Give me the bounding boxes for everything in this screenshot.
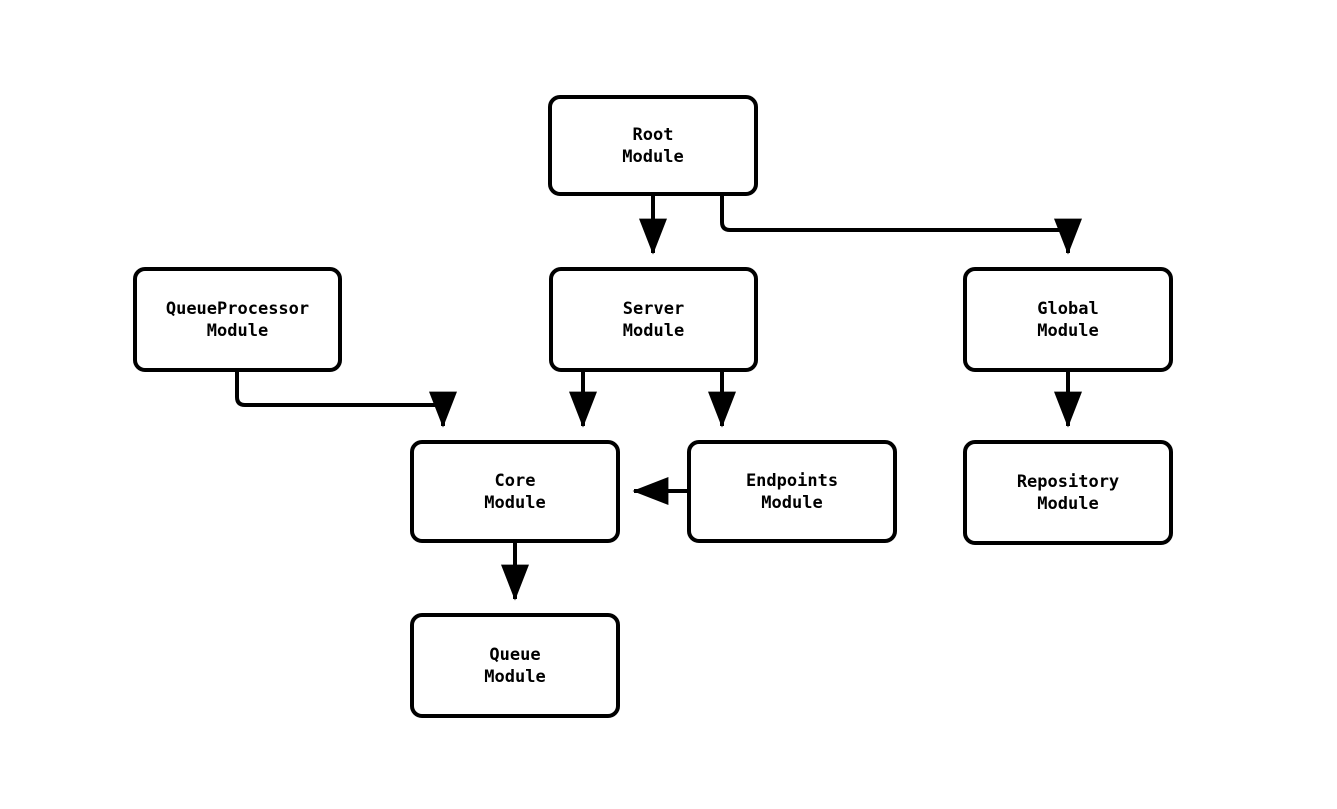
node-core-module-line2: Module [484, 492, 546, 513]
node-core-module[interactable]: Core Module [410, 440, 620, 543]
node-queueprocessor-module-line1: QueueProcessor [165, 298, 310, 319]
node-queue-module[interactable]: Queue Module [410, 613, 620, 718]
node-server-module-line2: Module [622, 320, 685, 341]
node-repository-module-line1: Repository [1016, 471, 1120, 492]
node-server-module[interactable]: Server Module [549, 267, 758, 372]
node-repository-module-line2: Module [1037, 493, 1099, 514]
node-global-module-line1: Global [1037, 298, 1099, 319]
edge-queueprocessor-to-core [235, 372, 457, 428]
node-core-module-line1: Core [494, 470, 536, 491]
node-global-module[interactable]: Global Module [963, 267, 1173, 372]
node-endpoints-module-line2: Module [761, 492, 823, 513]
node-root-module-line1: Root [632, 124, 674, 145]
node-endpoints-module-line1: Endpoints [745, 470, 839, 491]
node-root-module[interactable]: Root Module [548, 95, 758, 196]
edge-root-to-global [720, 196, 1082, 255]
node-queueprocessor-module-line2: Module [206, 320, 269, 341]
node-repository-module[interactable]: Repository Module [963, 440, 1173, 545]
node-global-module-line2: Module [1037, 320, 1099, 341]
node-queue-module-line2: Module [484, 666, 546, 687]
node-queueprocessor-module[interactable]: QueueProcessor Module [133, 267, 342, 372]
node-queue-module-line1: Queue [489, 644, 541, 665]
node-server-module-line1: Server [622, 298, 685, 319]
node-root-module-line2: Module [622, 146, 684, 167]
node-endpoints-module[interactable]: Endpoints Module [687, 440, 897, 543]
